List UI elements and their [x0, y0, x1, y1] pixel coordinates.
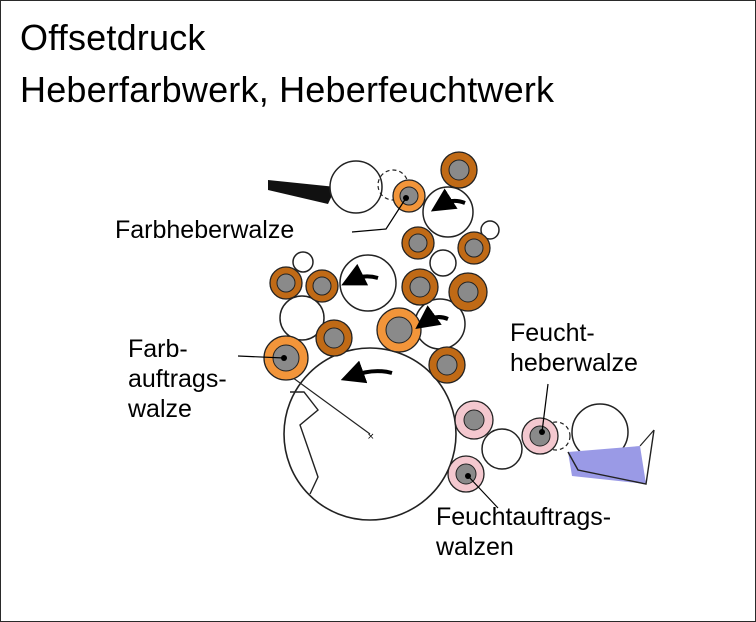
title-line-2: Heberfarbwerk, Heberfeuchtwerk — [20, 69, 555, 110]
plate-cylinder: × — [283, 347, 457, 521]
rotation-arrows — [340, 188, 466, 384]
label-feuchtheberwalze: Feucht- heberwalze — [510, 318, 638, 378]
ink-fountain-blade — [268, 180, 336, 204]
leader-farbauftragswalze — [237, 355, 285, 359]
label-farbauftragswalze-line-3: walze — [128, 395, 192, 423]
leader-lines — [237, 197, 549, 509]
leader-farbheberwalze — [351, 197, 407, 233]
label-farbheberwalze: Farbheberwalze — [115, 216, 295, 244]
label-feuchtauftragswalzen-line-1: Feuchtauftrags- — [436, 503, 612, 531]
leader-feuchtheberwalze — [541, 383, 549, 433]
label-feuchtheberwalze-line-2: heberwalze — [510, 349, 638, 377]
water-fountain — [567, 429, 655, 485]
label-farbauftragswalze-line-2: auftrags- — [128, 365, 227, 393]
ink-small-roller — [292, 251, 314, 273]
ink-small-roller — [480, 220, 500, 240]
ink-distributor-roller-2 — [339, 254, 397, 312]
ink-small-roller — [429, 249, 457, 277]
label-farbauftragswalze: Farb- auftrags- walze — [128, 334, 227, 424]
svg-text:×: × — [367, 432, 375, 442]
title-line-1: Offsetdruck — [20, 17, 206, 58]
ink-distributor-roller-1 — [422, 186, 474, 238]
label-feuchtauftragswalzen: Feuchtauftrags- walzen — [436, 502, 611, 562]
ink-roller-cores — [272, 159, 484, 376]
ink-fountain-roller — [329, 160, 383, 214]
label-farbauftragswalze-line-1: Farb- — [128, 335, 188, 363]
leader-feuchtauftragswalzen — [467, 475, 499, 509]
ink-rider-roller — [279, 295, 325, 341]
label-feuchtauftragswalzen-line-2: walzen — [436, 533, 514, 561]
label-feuchtheberwalze-line-1: Feucht- — [510, 319, 595, 347]
leader-dots — [281, 195, 545, 479]
dampening-distributor-roller — [481, 428, 523, 470]
